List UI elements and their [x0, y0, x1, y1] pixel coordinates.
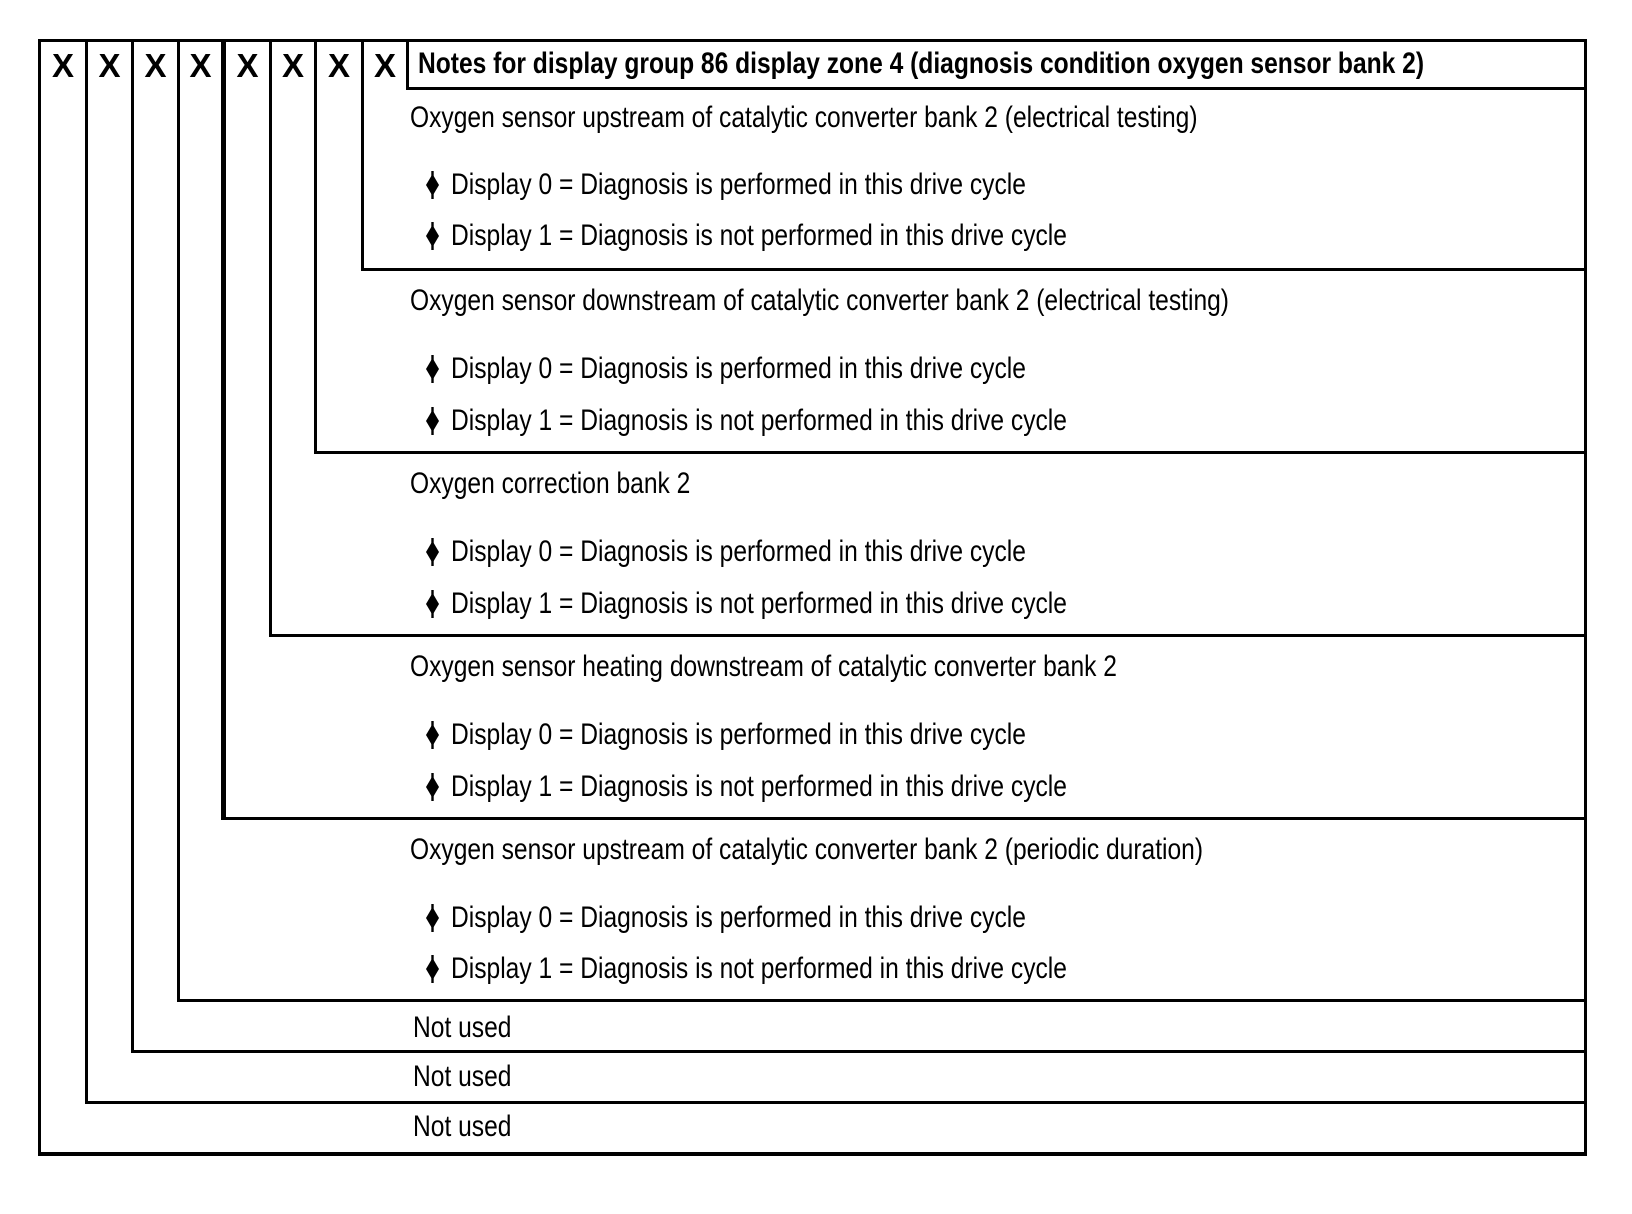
bit-cell-3: X: [236, 47, 259, 84]
bracket-line-bit5: [177, 39, 180, 1002]
bracket-line-bit6: [131, 39, 134, 1053]
bracket-line-bit2: [314, 39, 317, 454]
notes-header: Notes for display group 86 display zone …: [418, 49, 1632, 79]
diamond-bullet-icon: [426, 171, 439, 199]
section-title-oxygen-sensor-heating-downstream: Oxygen sensor heating downstream of cata…: [410, 650, 1117, 683]
bullet-item: Display 0 = Diagnosis is performed in th…: [425, 719, 1152, 751]
separator-section-4: [221, 817, 1587, 820]
bullet-item: Display 1 = Diagnosis is not performed i…: [425, 771, 1202, 803]
not-used-row-3: Not used: [413, 1110, 512, 1143]
bit-cell-7: X: [51, 47, 74, 84]
separator-not-used-1: [131, 1050, 1587, 1053]
notes-header-label: Notes for display group 86 display zone …: [418, 47, 1425, 80]
bit-cell-2: X: [281, 47, 304, 84]
separator-not-used-2: [85, 1101, 1587, 1104]
section-title-oxygen-sensor-downstream-electrical: Oxygen sensor downstream of catalytic co…: [410, 284, 1230, 317]
bullet-item: Display 1 = Diagnosis is not performed i…: [425, 588, 1202, 620]
not-used-row-1: Not used: [413, 1011, 512, 1044]
bit-cell-4: X: [189, 47, 212, 84]
bit-cell-6: X: [98, 47, 121, 84]
diamond-bullet-icon: [426, 721, 439, 749]
bracket-line-bit3: [269, 39, 272, 637]
bit-cell-1: X: [327, 47, 350, 84]
separator-section-3: [269, 634, 1587, 637]
diamond-bullet-icon: [426, 590, 439, 618]
diamond-bullet-icon: [426, 222, 439, 250]
diamond-bullet-icon: [426, 355, 439, 383]
diamond-bullet-icon: [426, 904, 439, 932]
bit-cell-0: X: [373, 47, 396, 84]
separator-section-5: [177, 999, 1587, 1002]
diamond-bullet-icon: [426, 773, 439, 801]
diamond-bullet-icon: [426, 407, 439, 435]
outer-border-right: [1584, 39, 1587, 1156]
bullet-item: Display 1 = Diagnosis is not performed i…: [425, 220, 1202, 252]
separator-notes-header: [406, 87, 1587, 90]
bracket-line-bit7: [85, 39, 88, 1104]
section-title-oxygen-correction: Oxygen correction bank 2: [410, 467, 691, 500]
bullet-item: Display 0 = Diagnosis is performed in th…: [425, 353, 1152, 385]
diamond-bullet-icon: [426, 538, 439, 566]
bullet-item: Display 0 = Diagnosis is performed in th…: [425, 536, 1152, 568]
diamond-bullet-icon: [426, 955, 439, 983]
bullet-item: Display 1 = Diagnosis is not performed i…: [425, 405, 1202, 437]
section-title-oxygen-sensor-upstream-electrical: Oxygen sensor upstream of catalytic conv…: [410, 101, 1198, 134]
bit-cell-5: X: [144, 47, 167, 84]
bracket-line-bit0: [406, 39, 409, 90]
bracket-line-bit4-nibble-divider: [221, 39, 226, 820]
not-used-row-2: Not used: [413, 1060, 512, 1093]
outer-border-bottom: [38, 1152, 1587, 1156]
bullet-item: Display 0 = Diagnosis is performed in th…: [425, 169, 1152, 201]
bullet-item: Display 0 = Diagnosis is performed in th…: [425, 902, 1152, 934]
section-title-oxygen-sensor-upstream-periodic: Oxygen sensor upstream of catalytic conv…: [410, 833, 1204, 866]
separator-section-1: [361, 268, 1587, 271]
bracket-line-bit1: [361, 39, 364, 271]
separator-section-2: [314, 451, 1587, 454]
outer-border-top: [38, 39, 1587, 42]
outer-border-left: [38, 39, 41, 1156]
bullet-item: Display 1 = Diagnosis is not performed i…: [425, 953, 1202, 985]
